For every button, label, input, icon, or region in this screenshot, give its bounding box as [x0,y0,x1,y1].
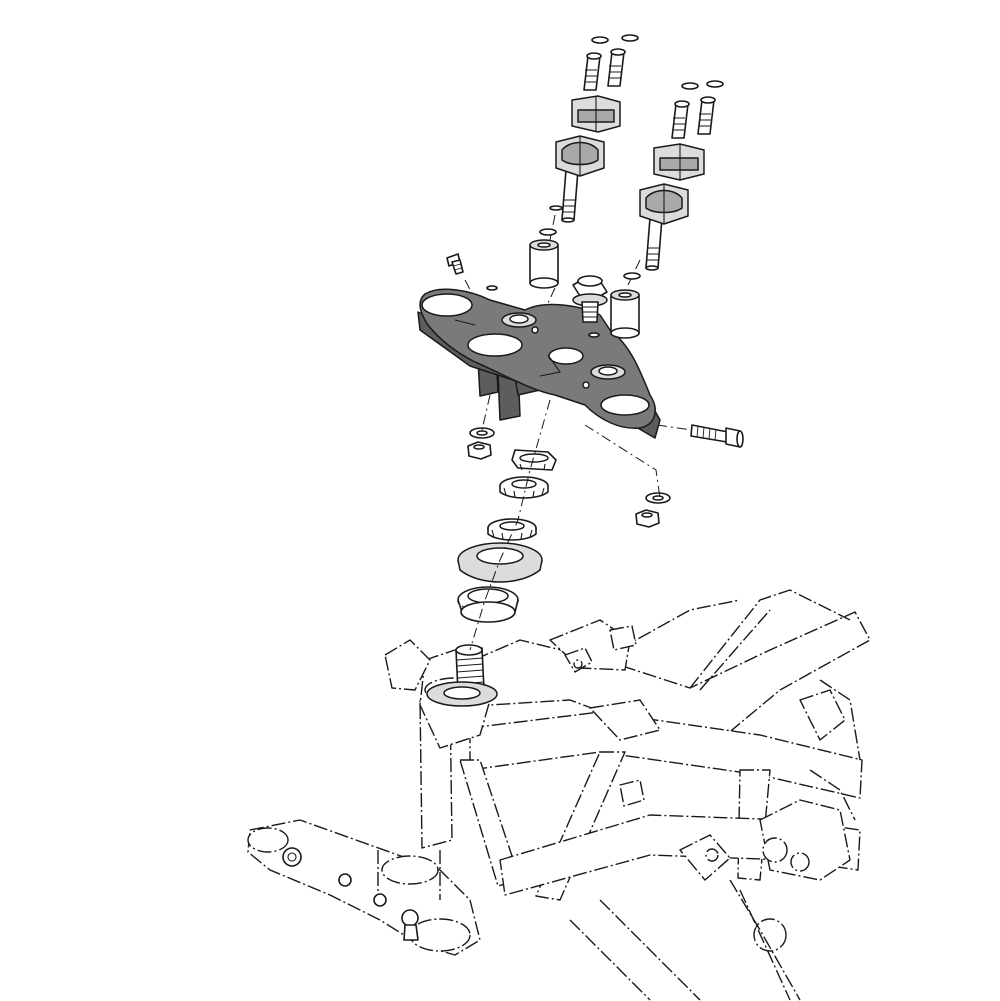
mirror-bolt [446,253,498,291]
handlebar-riser-right [639,80,724,271]
handlebar-riser-left [549,34,639,223]
riser-spacers [529,228,641,339]
taper-roller-bearing [457,586,519,623]
lower-triple-clamp [247,819,481,956]
hex-nuts [467,441,660,528]
motorcycle-frame [384,589,871,1001]
steering-stem-locknuts [487,449,557,541]
stem-nut-bolt [572,275,608,338]
lock-washers [469,427,671,504]
top-triple-clamp [417,288,661,439]
bearing-dust-seal [457,542,543,583]
steering-stem [426,644,498,707]
pinch-bolt [690,424,744,448]
